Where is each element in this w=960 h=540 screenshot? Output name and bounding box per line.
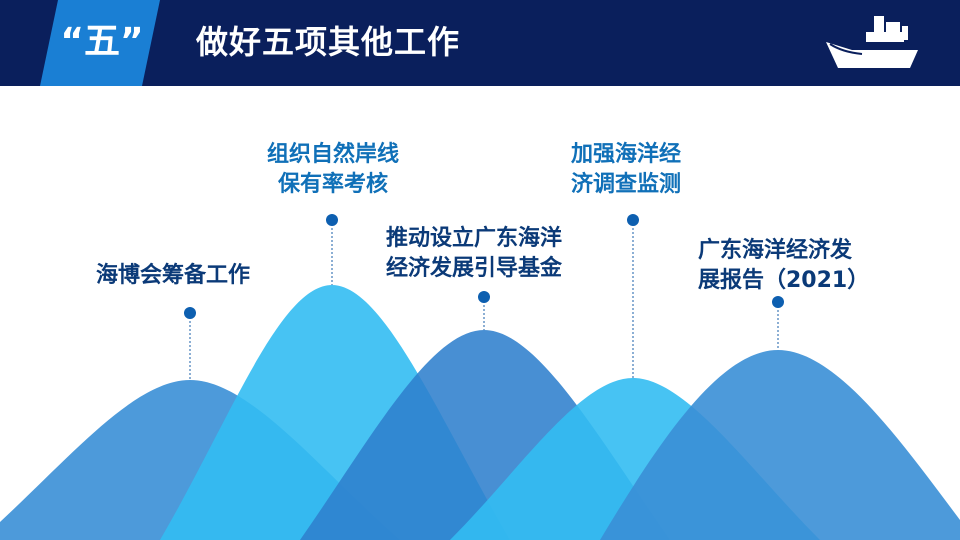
mountain-5 [600,350,960,540]
marker-dot-4 [627,214,639,226]
item-label-4: 加强海洋经 济调查监测 [571,142,682,197]
section-number: “五” [60,21,144,62]
marker-dot-2 [326,214,338,226]
item-label-2: 组织自然岸线 保有率考核 [266,142,399,197]
item-label-1: 海博会筹备工作 [96,263,251,288]
header-bar: “五” 做好五项其他工作 [0,0,960,86]
section-number-badge [40,0,160,86]
page-title: 做好五项其他工作 [196,23,461,61]
ship-icon [826,16,918,68]
marker-dot-5 [772,296,784,308]
item-label-3: 推动设立广东海洋 经济发展引导基金 [386,226,563,281]
marker-dot-3 [478,291,490,303]
item-label-5: 广东海洋经济发 展报告（2021） [698,238,870,293]
marker-dot-1 [184,307,196,319]
